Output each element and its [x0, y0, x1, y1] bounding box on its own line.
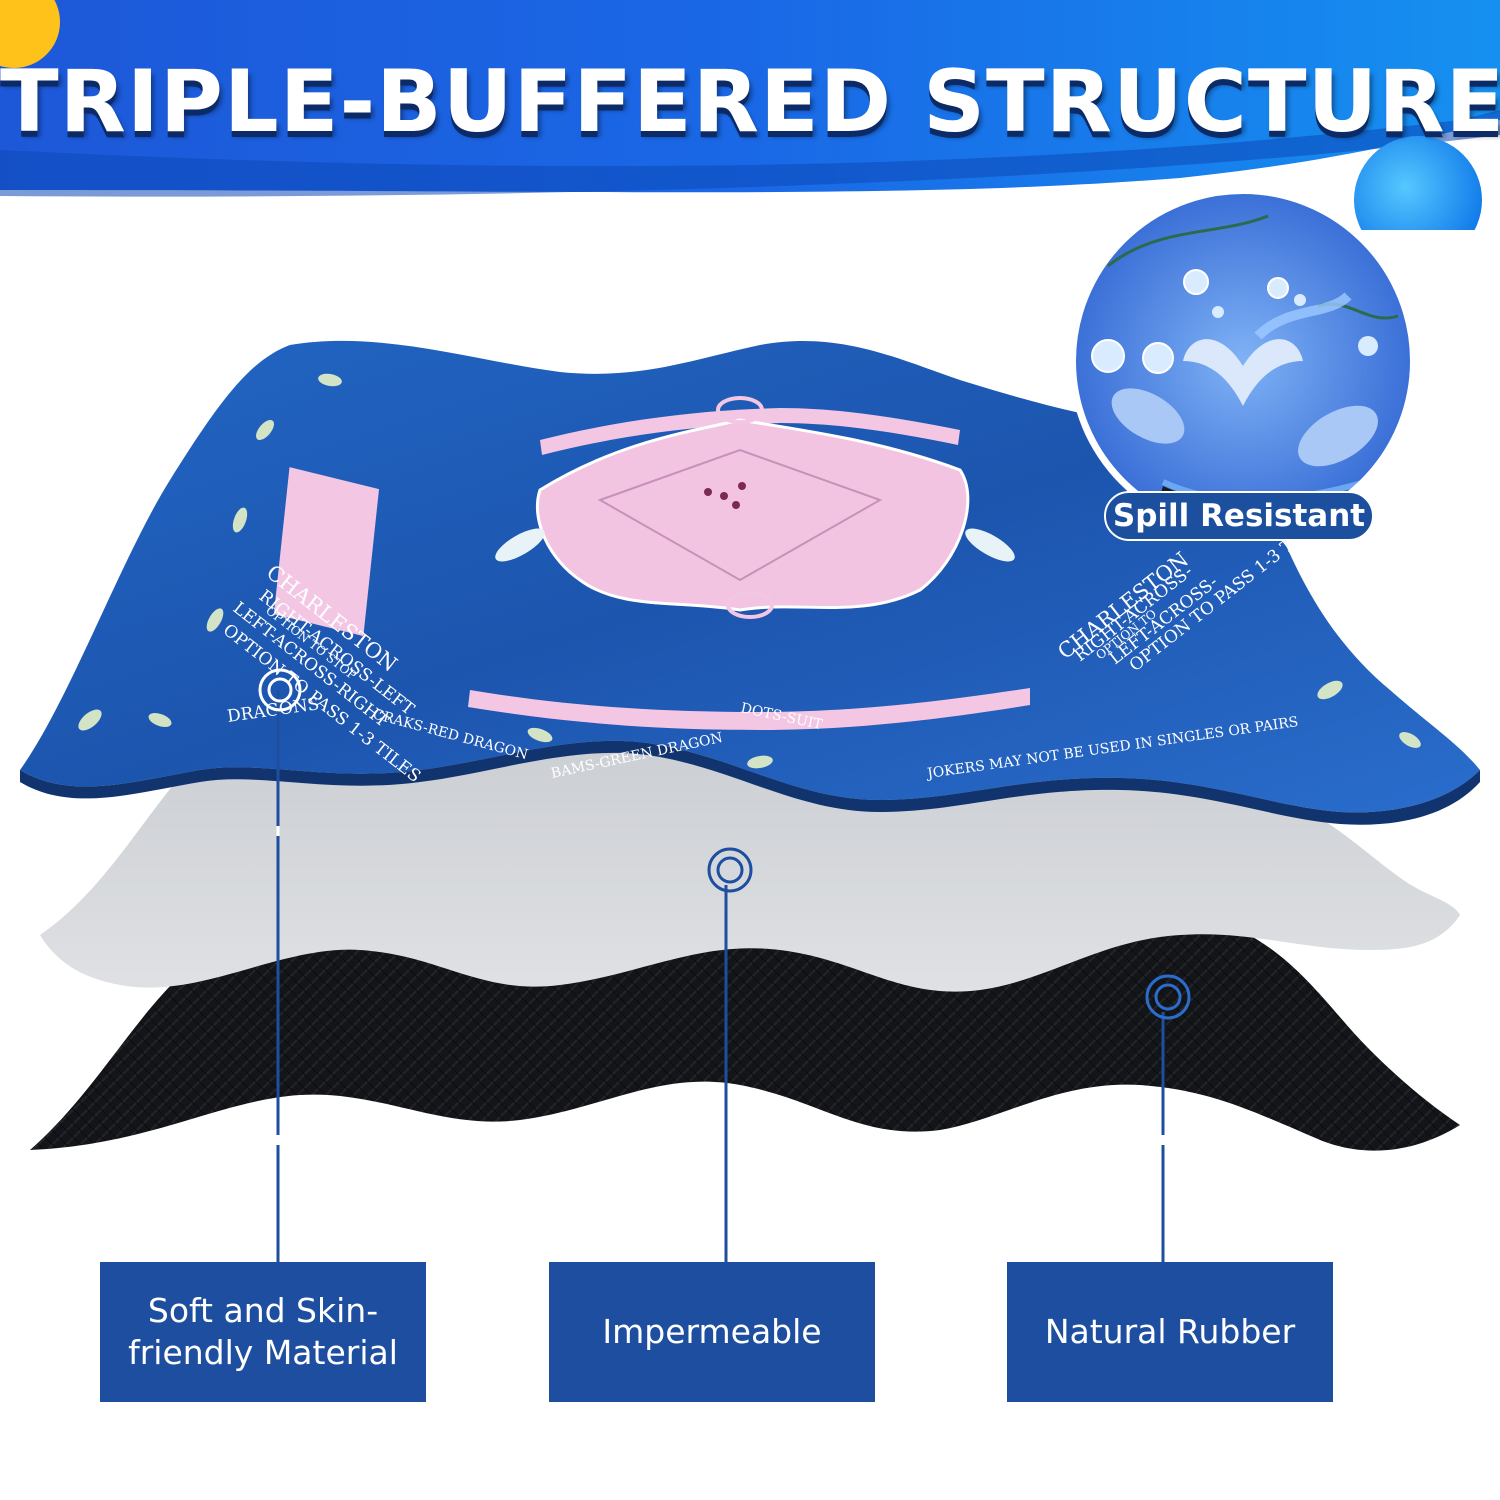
label-natural-rubber-text: Natural Rubber — [1044, 1312, 1296, 1351]
marker-middle-ring — [707, 847, 753, 893]
spill-resistant-badge: Spill Resistant — [1104, 491, 1374, 541]
bubble-decoration — [1354, 136, 1482, 230]
mat-pink-rack-bottom — [468, 688, 1030, 730]
marker-top-ring — [258, 668, 302, 712]
spill-resistant-inset — [1068, 186, 1418, 536]
label-soft-material: Soft and Skin- friendly Material — [100, 1262, 426, 1402]
mat-pink-rack-top — [540, 408, 960, 455]
label-natural-rubber: Natural Rubber — [1007, 1262, 1333, 1402]
sun-decoration — [0, 0, 60, 68]
leader-line-breaks — [276, 826, 1165, 1145]
mat-vine-decoration — [78, 373, 1421, 769]
mat-pink-rack-left — [273, 467, 380, 637]
mat-center-emblem — [495, 396, 1015, 619]
water-droplet-closeup — [1069, 187, 1417, 535]
label-impermeable-text: Impermeable — [602, 1312, 822, 1351]
label-soft-material-line-1: Soft and Skin- — [147, 1291, 379, 1330]
label-soft-material-line-2: friendly Material — [128, 1333, 398, 1372]
page-title: TRIPLE-BUFFERED STRUCTURE — [0, 52, 1500, 152]
label-impermeable: Impermeable — [549, 1262, 875, 1402]
marker-bottom-ring — [1145, 974, 1191, 1020]
marker-rings — [258, 668, 1191, 1020]
header-banner: TRIPLE-BUFFERED STRUCTURE — [0, 0, 1500, 230]
banner-background — [0, 0, 1500, 230]
